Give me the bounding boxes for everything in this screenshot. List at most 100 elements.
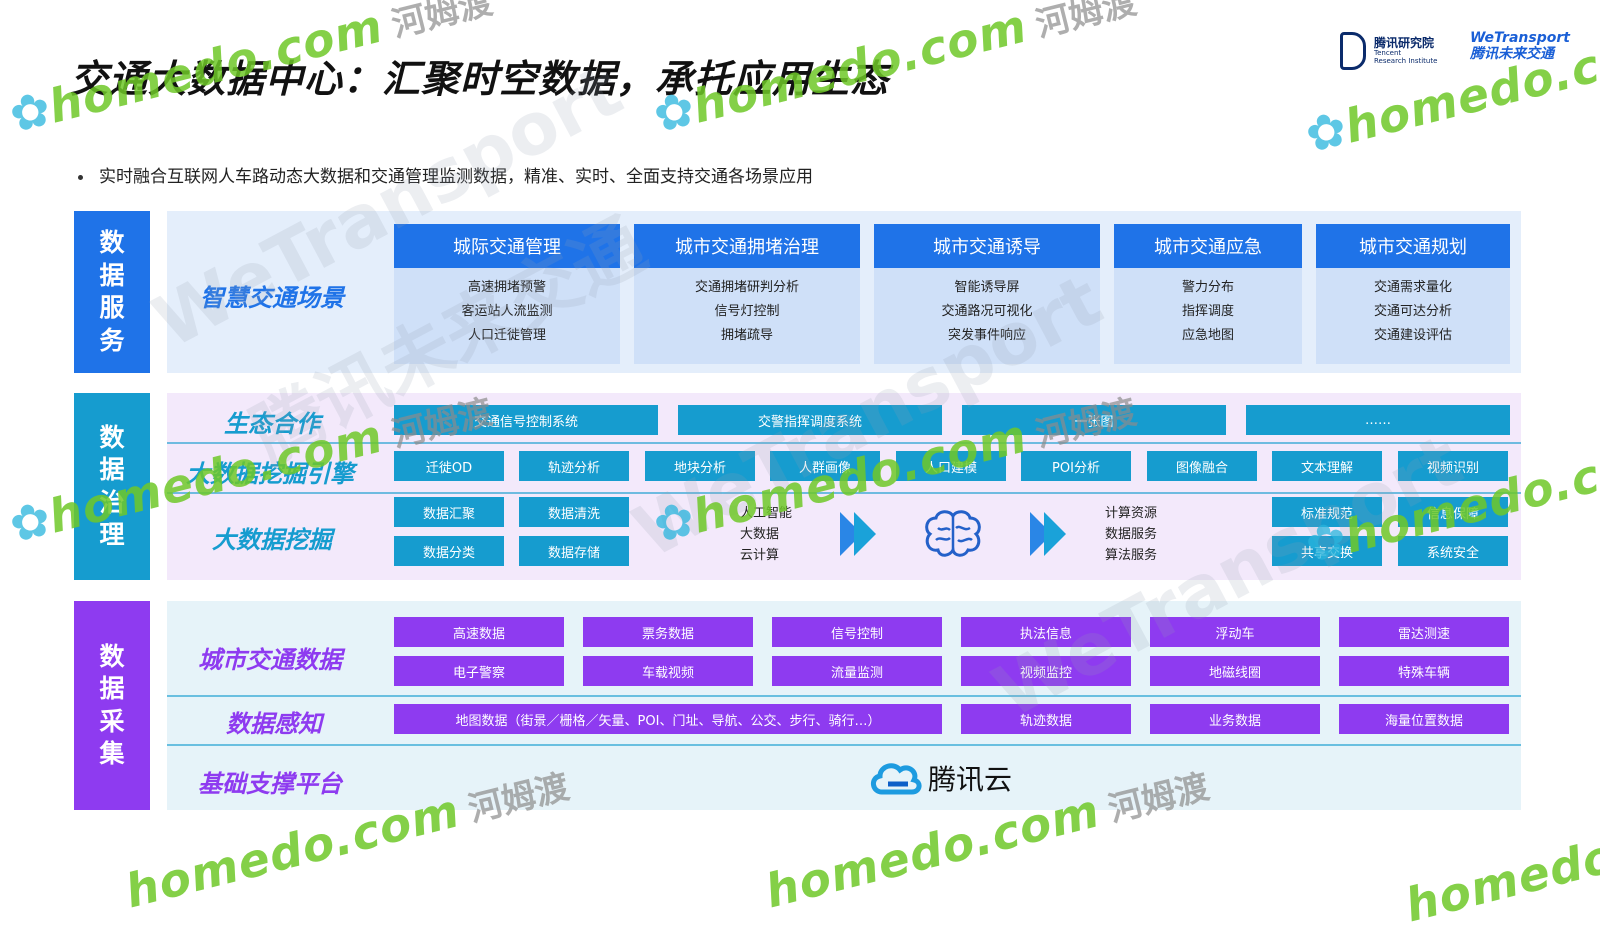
mining-item[interactable]: 共享交换 [1272, 536, 1382, 566]
city-data-item[interactable]: 电子警察 [394, 656, 564, 686]
divider [167, 744, 1521, 746]
side-char: 理 [99, 520, 125, 549]
scene-items: 警力分布 指挥调度 应急地图 [1114, 268, 1302, 364]
service-list-item: 算法服务 [1105, 548, 1158, 563]
city-data-item[interactable]: 视频监控 [961, 656, 1131, 686]
city-data-item[interactable]: 车载视频 [583, 656, 753, 686]
city-data-item[interactable]: 雷达测速 [1339, 617, 1509, 647]
side-char: 数 [99, 422, 125, 452]
chevron-right-icon [1030, 512, 1066, 556]
tencent-research-logo: 腾讯研究院 Tencent Research Institute [1340, 30, 1437, 72]
mining-item[interactable]: 数据分类 [394, 536, 504, 566]
side-label-service: 数 据 服 务 [74, 211, 150, 373]
scene-title: 城市交通规划 [1316, 224, 1510, 268]
engine-item[interactable]: 人口建模 [896, 451, 1006, 481]
engine-item[interactable]: 人群画像 [770, 451, 880, 481]
watermark-text: homedo.com [687, 0, 1033, 134]
eco-item[interactable]: 一张图 [962, 405, 1226, 435]
watermark-homedo: homedo.com [1400, 797, 1600, 932]
scene-item: 客运站人流监测 [461, 304, 553, 319]
mining-item[interactable]: 系统安全 [1398, 536, 1508, 566]
city-data-item[interactable]: 流量监测 [772, 656, 942, 686]
side-char: 据 [99, 455, 125, 484]
side-char: 治 [99, 487, 125, 517]
scene-item: 交通拥堵研判分析 [694, 280, 799, 295]
eco-item[interactable]: …… [1246, 405, 1510, 435]
service-list-item: 计算资源 [1105, 506, 1158, 521]
sense-item[interactable]: 业务数据 [1150, 704, 1320, 734]
sense-item[interactable]: 地图数据（街景／栅格／矢量、POI、门址、导航、公交、步行、骑行…） [394, 704, 942, 734]
scene-title: 城市交通应急 [1114, 224, 1302, 268]
bullet-icon [78, 174, 83, 180]
sense-item[interactable]: 海量位置数据 [1339, 704, 1509, 734]
city-data-item[interactable]: 信号控制 [772, 617, 942, 647]
engine-item[interactable]: 图像融合 [1147, 451, 1257, 481]
scene-items: 交通拥堵研判分析 信号灯控制 拥堵疏导 [634, 268, 860, 364]
city-data-item[interactable]: 高速数据 [394, 617, 564, 647]
watermark-text: 河姆渡 [1031, 0, 1141, 46]
engine-item[interactable]: 文本理解 [1272, 451, 1382, 481]
base-label: 基础支撑平台 [198, 770, 342, 798]
mining-item[interactable]: 标准规范 [1272, 497, 1382, 527]
tencent-research-mark-icon [1340, 32, 1366, 70]
logo-cn: 腾讯研究院 [1374, 35, 1435, 50]
side-char: 服 [99, 293, 125, 322]
scene-item: 智能诱导屏 [954, 280, 1020, 295]
scene-card[interactable]: 城市交通应急 警力分布 指挥调度 应急地图 [1114, 224, 1302, 364]
side-char: 据 [99, 674, 125, 703]
logo-en2: Research Institute [1374, 56, 1438, 65]
side-label-collection: 数 据 采 集 [74, 601, 150, 810]
eco-label: 生态合作 [224, 410, 320, 438]
scene-item: 交通可达分析 [1373, 304, 1452, 319]
watermark-text: 河姆渡 [387, 0, 497, 46]
sense-item[interactable]: 轨迹数据 [961, 704, 1131, 734]
mining-item[interactable]: 数据汇聚 [394, 497, 504, 527]
ai-list: 人工智能 大数据 云计算 [740, 503, 792, 566]
scene-item: 高速拥堵预警 [467, 280, 546, 295]
scene-card[interactable]: 城市交通诱导 智能诱导屏 交通路况可视化 突发事件响应 [874, 224, 1100, 364]
scene-card[interactable]: 城际交通管理 高速拥堵预警 客运站人流监测 人口迁徙管理 [394, 224, 620, 364]
brain-icon [925, 510, 981, 557]
mining-item[interactable]: 数据存储 [519, 536, 629, 566]
scene-item: 信号灯控制 [714, 304, 780, 319]
mining-item[interactable]: 信息保障 [1398, 497, 1508, 527]
service-label: 智慧交通场景 [200, 284, 344, 312]
engine-item[interactable]: POI分析 [1021, 451, 1131, 481]
city-data-item[interactable]: 票务数据 [583, 617, 753, 647]
side-char: 采 [99, 706, 125, 736]
city-data-item[interactable]: 特殊车辆 [1339, 656, 1509, 686]
sense-label: 数据感知 [226, 710, 322, 738]
scene-card[interactable]: 城市交通规划 交通需求量化 交通可达分析 交通建设评估 [1316, 224, 1510, 364]
eco-item[interactable]: 交警指挥调度系统 [678, 405, 942, 435]
scene-items: 高速拥堵预警 客运站人流监测 人口迁徙管理 [394, 268, 620, 364]
scene-title: 城市交通拥堵治理 [634, 224, 860, 268]
eco-item[interactable]: 交通信号控制系统 [394, 405, 658, 435]
subtitle: 实时融合互联网人车路动态大数据和交通管理监测数据，精准、实时、全面支持交通各场景… [78, 162, 813, 187]
side-char: 数 [99, 228, 125, 257]
subtitle-text: 实时融合互联网人车路动态大数据和交通管理监测数据，精准、实时、全面支持交通各场景… [99, 167, 813, 187]
mining-item[interactable]: 数据清洗 [519, 497, 629, 527]
city-data-item[interactable]: 执法信息 [961, 617, 1131, 647]
scene-item: 警力分布 [1181, 280, 1234, 295]
city-data-item[interactable]: 浮动车 [1150, 617, 1320, 647]
engine-item[interactable]: 视频识别 [1398, 451, 1508, 481]
watermark-homedo: ✿ homedo.com 河姆渡 [648, 0, 1141, 144]
side-char: 据 [99, 260, 125, 290]
side-char: 集 [99, 739, 125, 768]
scene-item: 指挥调度 [1181, 304, 1234, 319]
chevron-right-icon [840, 512, 876, 556]
engine-item[interactable]: 地块分析 [645, 451, 755, 481]
logo-en1: Tencent [1374, 48, 1402, 57]
engine-item[interactable]: 迁徙OD [394, 451, 504, 481]
engine-item[interactable]: 轨迹分析 [519, 451, 629, 481]
wetransport-cn: 腾讯未来交通 [1470, 46, 1554, 63]
service-list-item: 数据服务 [1105, 527, 1158, 542]
scene-card[interactable]: 城市交通拥堵治理 交通拥堵研判分析 信号灯控制 拥堵疏导 [634, 224, 860, 364]
scene-item: 应急地图 [1181, 328, 1234, 343]
scene-items: 智能诱导屏 交通路况可视化 突发事件响应 [874, 268, 1100, 364]
engine-label: 大数据挖掘引擎 [186, 460, 354, 488]
city-data-item[interactable]: 地磁线圈 [1150, 656, 1320, 686]
side-char: 数 [99, 641, 125, 671]
ai-list-item: 人工智能 [740, 506, 793, 521]
wetransport-logo: WeTransport 腾讯未来交通 [1470, 30, 1570, 62]
